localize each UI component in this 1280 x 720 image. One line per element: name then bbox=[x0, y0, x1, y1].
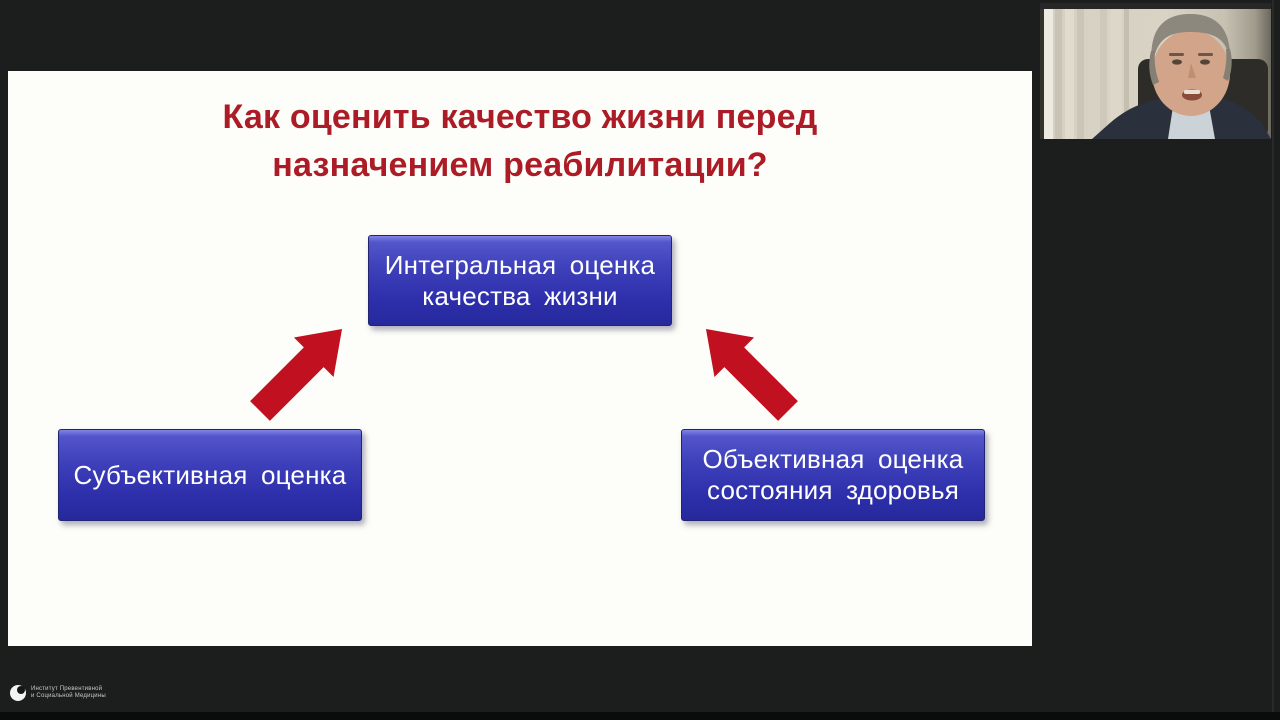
institute-logo: Институт Превентивной и Социальной Медиц… bbox=[10, 685, 106, 701]
eye-left bbox=[1172, 59, 1182, 65]
up-left-arrow-icon bbox=[705, 328, 798, 421]
eye-right bbox=[1200, 59, 1210, 65]
objective-assessment-box: Объективная оценка состояния здоровья bbox=[681, 429, 985, 521]
teeth bbox=[1184, 90, 1200, 94]
integral-assessment-label: Интегральная оценка качества жизни bbox=[384, 249, 656, 311]
eyebrow-left bbox=[1169, 53, 1184, 56]
speaker-portrait bbox=[1040, 3, 1271, 139]
integral-assessment-box: Интегральная оценка качества жизни bbox=[368, 235, 672, 326]
bottom-bar bbox=[0, 712, 1280, 720]
slide-title-line1: Как оценить качество жизни перед bbox=[222, 98, 818, 136]
institute-logo-icon bbox=[10, 685, 26, 701]
speaker-video[interactable] bbox=[1040, 3, 1271, 139]
nose bbox=[1188, 63, 1196, 78]
subjective-assessment-box: Субъективная оценка bbox=[58, 429, 362, 521]
logo-text-line1: Институт Превентивной bbox=[31, 686, 103, 692]
institute-logo-text: Институт Превентивной и Социальной Медиц… bbox=[31, 686, 106, 700]
objective-assessment-label: Объективная оценка состояния здоровья bbox=[702, 444, 964, 505]
presentation-slide: Как оценить качество жизни перед назначе… bbox=[8, 71, 1032, 646]
right-edge-divider bbox=[1272, 0, 1274, 720]
logo-dot bbox=[17, 686, 25, 694]
slide-title-line2: назначением реабилитации? bbox=[272, 146, 768, 184]
logo-text-line2: и Социальной Медицины bbox=[31, 693, 106, 699]
curtain bbox=[1088, 3, 1097, 139]
curtain-sheer bbox=[1044, 3, 1053, 139]
subjective-assessment-label: Субъективная оценка bbox=[73, 459, 347, 490]
slide-title: Как оценить качество жизни перед назначе… bbox=[8, 93, 1032, 189]
up-right-arrow-icon bbox=[250, 328, 343, 421]
hair bbox=[1151, 14, 1231, 67]
eyebrow-right bbox=[1198, 53, 1213, 56]
